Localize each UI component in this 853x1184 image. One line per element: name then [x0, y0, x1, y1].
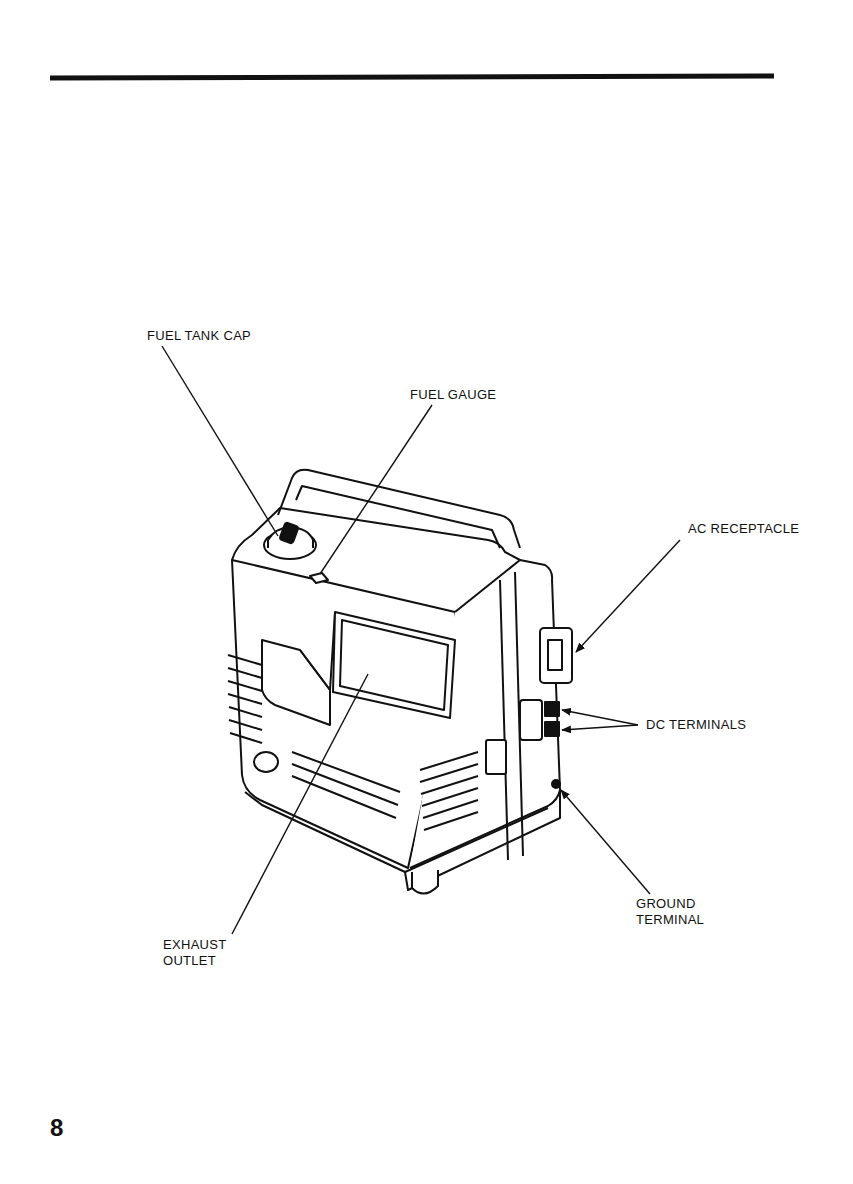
top-rule	[50, 76, 774, 78]
callout-label: FUEL GAUGE	[410, 387, 496, 403]
callout-label: DC TERMINALS	[646, 717, 746, 733]
callout-label: EXHAUST OUTLET	[163, 937, 237, 969]
callout-label: AC RECEPTACLE	[688, 521, 799, 537]
leader-lines	[162, 346, 680, 934]
page-number: 8	[50, 1114, 64, 1142]
callout-label: FUEL TANK CAP	[147, 328, 251, 344]
generator-body	[228, 470, 572, 894]
callout-label: GROUND TERMINAL	[636, 896, 728, 928]
